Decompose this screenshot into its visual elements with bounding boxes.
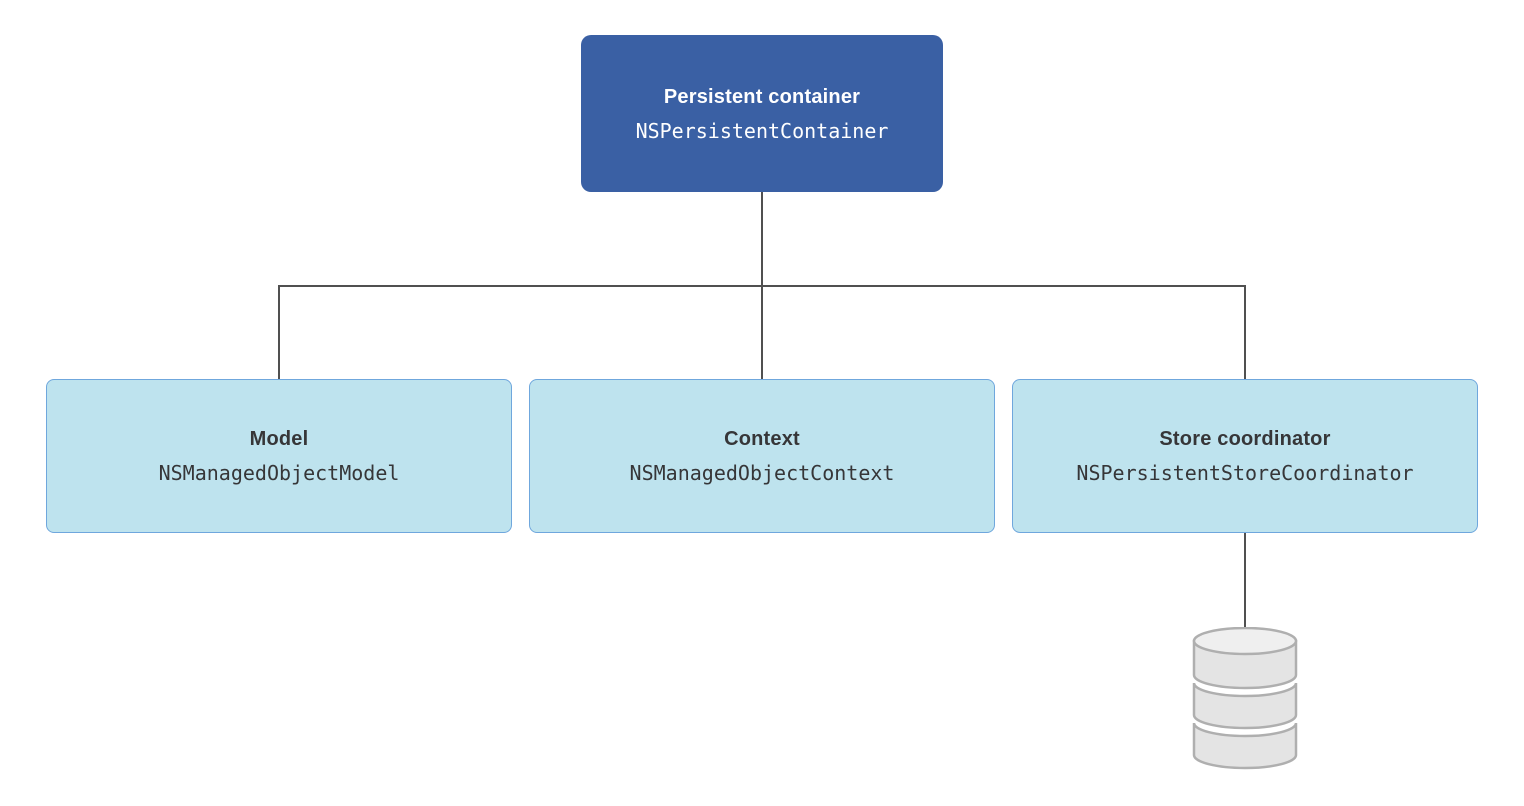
node-title: Model — [249, 428, 309, 450]
connector-drop-store-coordinator — [1244, 285, 1246, 379]
context-node: Context NSManagedObjectContext — [529, 379, 995, 533]
store-coordinator-node: Store coordinator NSPersistentStoreCoord… — [1012, 379, 1478, 533]
connector-drop-model — [278, 285, 280, 379]
node-title: Context — [724, 428, 800, 450]
node-class-name: NSPersistentContainer — [635, 118, 889, 143]
persistent-container-node: Persistent container NSPersistentContain… — [581, 35, 943, 192]
model-node: Model NSManagedObjectModel — [46, 379, 512, 533]
connector-store-to-database — [1244, 533, 1246, 630]
node-title: Store coordinator — [1159, 428, 1331, 450]
node-class-name: NSManagedObjectModel — [158, 461, 400, 485]
connector-root-stem — [761, 192, 763, 285]
connector-drop-context — [761, 285, 763, 379]
node-title: Persistent container — [663, 85, 861, 108]
database-cylinder-icon — [1192, 627, 1298, 770]
node-class-name: NSManagedObjectContext — [629, 461, 895, 485]
node-class-name: NSPersistentStoreCoordinator — [1076, 461, 1414, 485]
